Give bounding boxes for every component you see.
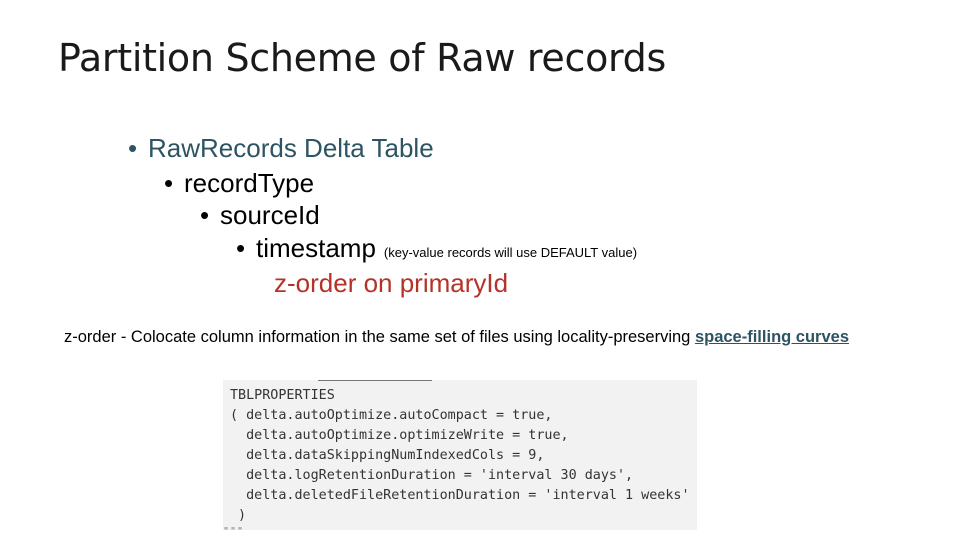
bullet-text: sourceId <box>220 200 320 230</box>
bullet-marker: • <box>200 200 210 230</box>
code-line: TBLPROPERTIES <box>230 388 335 403</box>
description-text: z-order - Colocate column information in… <box>64 328 695 346</box>
bullet-level-2: • recordType <box>164 168 314 199</box>
bullet-text: recordType <box>184 168 315 198</box>
code-line: ( delta.autoOptimize.autoCompact = true, <box>230 408 553 423</box>
code-cropped-edge <box>318 380 432 381</box>
bullet-text: RawRecords Delta Table <box>148 133 434 163</box>
slide-title: Partition Scheme of Raw records <box>58 36 666 80</box>
code-line: delta.autoOptimize.optimizeWrite = true, <box>230 428 569 443</box>
bullet-marker: • <box>128 133 138 163</box>
code-block: TBLPROPERTIES ( delta.autoOptimize.autoC… <box>230 386 690 526</box>
code-line: ) <box>230 508 247 523</box>
zorder-text: z-order on primaryId <box>274 268 509 298</box>
bullet-marker: • <box>236 233 246 263</box>
bullet-level-1: • RawRecords Delta Table <box>128 133 434 164</box>
zorder-description: z-order - Colocate column information in… <box>64 328 849 347</box>
space-filling-curves-link[interactable]: space-filling curves <box>694 328 850 346</box>
bullet-marker: • <box>164 168 174 198</box>
code-line: delta.logRetentionDuration = 'interval 3… <box>230 468 634 483</box>
code-snippet: TBLPROPERTIES ( delta.autoOptimize.autoC… <box>223 380 697 530</box>
bullet-note: (key-value records will use DEFAULT valu… <box>383 245 638 260</box>
code-line: delta.deletedFileRetentionDuration = 'in… <box>230 488 690 503</box>
code-tail: """ <box>223 526 245 537</box>
bullet-level-4: • timestamp (key-value records will use … <box>236 233 637 264</box>
bullet-level-3: • sourceId <box>200 200 320 231</box>
code-line: delta.dataSkippingNumIndexedCols = 9, <box>230 448 545 463</box>
bullet-text: timestamp <box>256 233 376 263</box>
